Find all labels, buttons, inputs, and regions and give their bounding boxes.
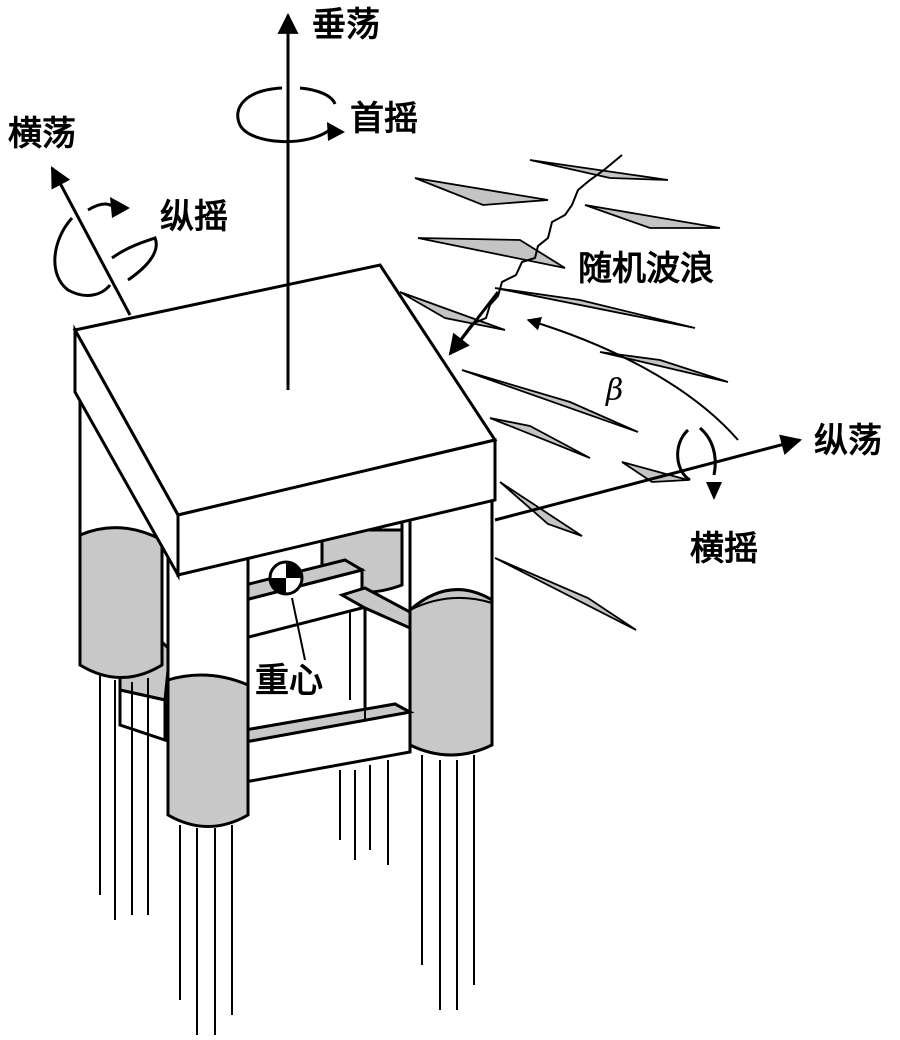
surge-label: 纵荡 bbox=[814, 421, 882, 461]
roll-rotation-icon bbox=[676, 426, 722, 500]
front-pontoon bbox=[243, 702, 415, 784]
center-of-gravity-label: 重心 bbox=[255, 661, 323, 701]
yaw-rotation-icon bbox=[236, 86, 345, 144]
random-waves-label: 随机波浪 bbox=[578, 249, 714, 289]
surge-axis-arrow bbox=[494, 434, 803, 522]
wave-patch bbox=[584, 204, 721, 229]
roll-label: 横摇 bbox=[690, 529, 758, 569]
wave-patch bbox=[461, 369, 639, 433]
right-column bbox=[408, 493, 494, 757]
wave-patch bbox=[414, 177, 549, 206]
beta-arc bbox=[526, 316, 739, 441]
heave-label: 垂荡 bbox=[312, 5, 380, 45]
yaw-label: 首摇 bbox=[350, 99, 418, 139]
mooring-lines bbox=[99, 612, 475, 1035]
wave-patch bbox=[599, 351, 729, 383]
pitch-rotation-icon bbox=[53, 197, 158, 297]
wave-patch bbox=[489, 417, 591, 459]
wave-patch bbox=[494, 557, 637, 631]
sway-axis-arrow bbox=[50, 166, 132, 316]
wave-crest-line bbox=[454, 154, 623, 353]
sway-label: 横荡 bbox=[8, 114, 76, 154]
wave-patch bbox=[529, 159, 669, 181]
random-waves bbox=[399, 154, 739, 631]
wave-patch bbox=[621, 461, 689, 483]
deck bbox=[72, 263, 498, 581]
wave-direction-arrow bbox=[448, 291, 500, 356]
wave-patch bbox=[494, 287, 696, 329]
center-of-gravity-icon bbox=[268, 560, 306, 661]
pitch-label: 纵摇 bbox=[160, 197, 228, 237]
beta-label: β bbox=[605, 373, 623, 408]
back-pontoon bbox=[243, 558, 366, 640]
